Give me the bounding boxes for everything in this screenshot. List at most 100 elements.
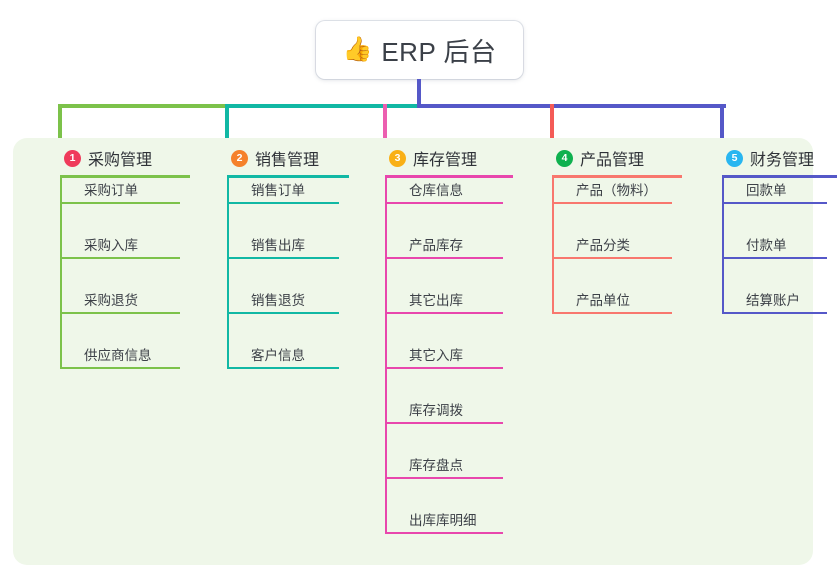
leaf-item-rule <box>552 202 672 204</box>
leaf-item[interactable]: 供应商信息 <box>60 342 180 369</box>
leaf-item-label: 销售退货 <box>251 293 305 308</box>
leaf-item[interactable]: 库存调拨 <box>385 397 503 424</box>
leaf-item[interactable]: 产品单位 <box>552 287 672 314</box>
branch-badge-5: 5 <box>726 149 743 167</box>
bus-segment-teal <box>227 104 419 108</box>
branch-header-rule-3 <box>385 175 513 178</box>
leaf-item[interactable]: 采购退货 <box>60 287 180 314</box>
leaf-item-label: 库存盘点 <box>409 458 463 473</box>
leaf-item[interactable]: 回款单 <box>722 177 827 204</box>
bus-segment-indigo <box>417 104 726 108</box>
branch-title-2: 销售管理 <box>255 152 320 169</box>
branch-spine-1 <box>60 177 62 369</box>
branch-badge-2: 2 <box>231 149 248 167</box>
branch-badge-1: 1 <box>64 149 81 167</box>
leaf-item-rule <box>722 202 827 204</box>
branch-header-rule-4 <box>552 175 682 178</box>
branch-drop-3 <box>383 104 387 140</box>
leaf-item-label: 付款单 <box>746 238 787 253</box>
leaf-item-rule <box>722 312 827 314</box>
leaf-item-rule <box>227 202 339 204</box>
leaf-item-label: 采购订单 <box>84 183 138 198</box>
root-node[interactable]: 👍 ERP 后台 <box>316 21 523 79</box>
leaf-item-label: 库存调拨 <box>409 403 463 418</box>
leaf-item-label: 采购退货 <box>84 293 138 308</box>
branch-drop-2 <box>225 104 229 140</box>
branch-drop-4 <box>550 104 554 140</box>
leaf-item-rule <box>722 257 827 259</box>
branches-panel: 1 采购管理采购订单采购入库采购退货供应商信息 2 销售管理销售订单销售出库销售退货客… <box>13 138 837 565</box>
leaf-item-rule <box>227 367 339 369</box>
leaf-item[interactable]: 产品分类 <box>552 232 672 259</box>
branch-header-rule-2 <box>227 175 349 178</box>
leaf-item-rule <box>60 202 180 204</box>
branch-header-2[interactable]: 2 销售管理 <box>205 138 349 178</box>
leaf-item-rule <box>385 477 503 479</box>
leaf-item[interactable]: 销售退货 <box>227 287 339 314</box>
leaf-item[interactable]: 付款单 <box>722 232 827 259</box>
branch-title-5: 财务管理 <box>750 152 815 169</box>
leaf-item-label: 客户信息 <box>251 348 305 363</box>
leaf-item-rule <box>60 367 180 369</box>
branch-spine-2 <box>227 177 229 369</box>
branch-header-rule-5 <box>722 175 837 178</box>
leaf-item[interactable]: 库存盘点 <box>385 452 503 479</box>
branch-column-1: 1 采购管理采购订单采购入库采购退货供应商信息 <box>38 138 190 369</box>
leaf-item-label: 仓库信息 <box>409 183 463 198</box>
leaf-item-rule <box>60 312 180 314</box>
leaf-item[interactable]: 其它入库 <box>385 342 503 369</box>
bus-segment-green <box>60 104 229 108</box>
leaf-item-label: 供应商信息 <box>84 348 152 363</box>
branch-drop-5 <box>720 104 724 140</box>
leaf-item[interactable]: 采购订单 <box>60 177 180 204</box>
leaf-item[interactable]: 采购入库 <box>60 232 180 259</box>
branch-drop-1 <box>58 104 62 140</box>
leaf-item-rule <box>552 312 672 314</box>
leaf-item[interactable]: 结算账户 <box>722 287 827 314</box>
leaf-item-label: 结算账户 <box>746 293 800 308</box>
leaf-item-label: 回款单 <box>746 183 787 198</box>
leaf-item-label: 产品分类 <box>576 238 630 253</box>
branch-header-3[interactable]: 3 库存管理 <box>363 138 513 178</box>
leaf-item-rule <box>385 312 503 314</box>
leaf-item-rule <box>385 422 503 424</box>
leaf-item-label: 产品（物料） <box>576 183 657 198</box>
leaf-item-label: 其它出库 <box>409 293 463 308</box>
leaf-item[interactable]: 出库库明细 <box>385 507 503 534</box>
leaf-item[interactable]: 产品（物料） <box>552 177 672 204</box>
leaf-item[interactable]: 销售订单 <box>227 177 339 204</box>
leaf-item-rule <box>552 257 672 259</box>
leaf-item-rule <box>60 257 180 259</box>
branch-column-5: 5 财务管理回款单付款单结算账户 <box>700 138 837 314</box>
root-node-label: ERP 后台 <box>381 36 497 67</box>
leaf-item-label: 销售订单 <box>251 183 305 198</box>
leaf-item-label: 出库库明细 <box>409 513 477 528</box>
leaf-item[interactable]: 销售出库 <box>227 232 339 259</box>
branch-title-3: 库存管理 <box>413 152 478 169</box>
leaf-item[interactable]: 其它出库 <box>385 287 503 314</box>
leaf-item[interactable]: 产品库存 <box>385 232 503 259</box>
leaf-item-rule <box>385 532 503 534</box>
leaf-item-rule <box>385 202 503 204</box>
leaf-item-label: 产品库存 <box>409 238 463 253</box>
leaf-item-label: 销售出库 <box>251 238 305 253</box>
branch-badge-3: 3 <box>389 149 406 167</box>
branch-spine-3 <box>385 177 387 534</box>
branch-header-1[interactable]: 1 采购管理 <box>38 138 190 178</box>
leaf-item[interactable]: 仓库信息 <box>385 177 503 204</box>
leaf-item[interactable]: 客户信息 <box>227 342 339 369</box>
branch-header-5[interactable]: 5 财务管理 <box>700 138 837 178</box>
branch-column-3: 3 库存管理仓库信息产品库存其它出库其它入库库存调拨库存盘点出库库明细 <box>363 138 513 534</box>
branch-badge-4: 4 <box>556 149 573 167</box>
leaf-item-rule <box>227 312 339 314</box>
leaf-item-label: 采购入库 <box>84 238 138 253</box>
branch-header-rule-1 <box>60 175 190 178</box>
leaf-item-rule <box>385 257 503 259</box>
leaf-item-rule <box>227 257 339 259</box>
branch-title-1: 采购管理 <box>88 152 153 169</box>
branch-spine-5 <box>722 177 724 314</box>
thumbs-up-icon: 👍 <box>342 36 373 63</box>
